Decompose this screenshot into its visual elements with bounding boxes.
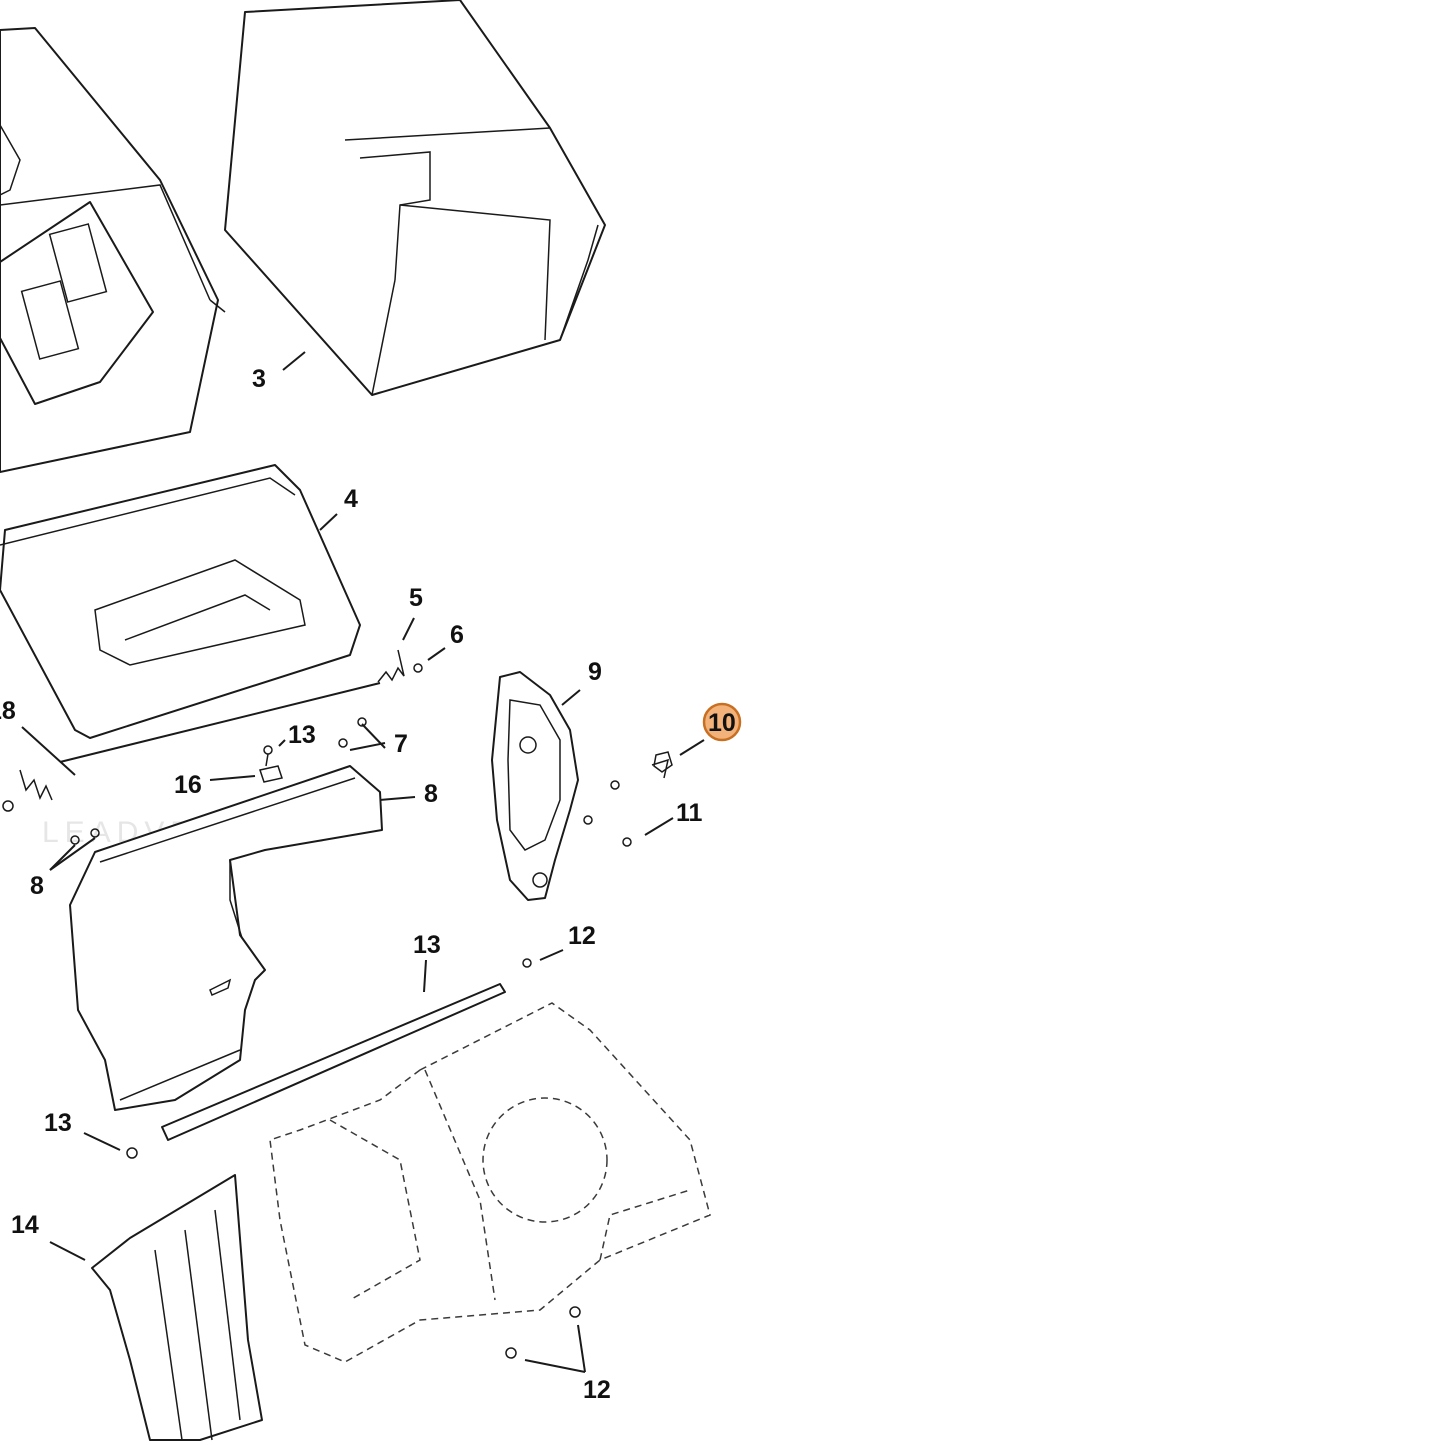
- rear-flap: [91, 1174, 263, 1441]
- side-plate: [491, 671, 579, 901]
- grass-bag-frame: [224, 0, 606, 396]
- callout-13-upper[interactable]: 13: [288, 721, 316, 749]
- callout-10[interactable]: 10: [708, 709, 736, 737]
- callout-12-lower[interactable]: 12: [583, 1376, 611, 1404]
- callout-6[interactable]: 6: [450, 621, 464, 649]
- grass-bag-panel: [0, 27, 226, 473]
- bag-top-cover: [0, 464, 361, 739]
- callout-14[interactable]: 14: [11, 1211, 39, 1239]
- callout-13-lower[interactable]: 13: [44, 1109, 72, 1137]
- callout-13-shaft[interactable]: 13: [413, 931, 441, 959]
- callout-3[interactable]: 3: [252, 365, 266, 393]
- callout-12-upper[interactable]: 12: [568, 922, 596, 950]
- long-shaft: [126, 958, 532, 1159]
- callout-9[interactable]: 9: [588, 658, 602, 686]
- callout-7[interactable]: 7: [394, 730, 408, 758]
- callout-18[interactable]: 18: [0, 697, 16, 725]
- spring-rod-assembly: [2, 649, 423, 812]
- mower-deck-ghost: [269, 1002, 711, 1363]
- callout-labels: 3 4 5 6 9 10 18 13 7 16 8 11 8 13 12 13 …: [0, 365, 736, 1404]
- callout-16[interactable]: 16: [174, 771, 202, 799]
- callout-4[interactable]: 4: [344, 485, 358, 513]
- callout-8-right[interactable]: 8: [424, 780, 438, 808]
- callout-11[interactable]: 11: [676, 799, 703, 827]
- discharge-chute: [69, 765, 383, 1111]
- callout-10-highlight: [702, 702, 742, 742]
- small-hardware: [70, 717, 367, 845]
- leader-lines: [21, 351, 705, 1373]
- callout-8-left[interactable]: 8: [30, 872, 44, 900]
- callout-5[interactable]: 5: [409, 584, 423, 612]
- latch-and-screws: [583, 751, 673, 847]
